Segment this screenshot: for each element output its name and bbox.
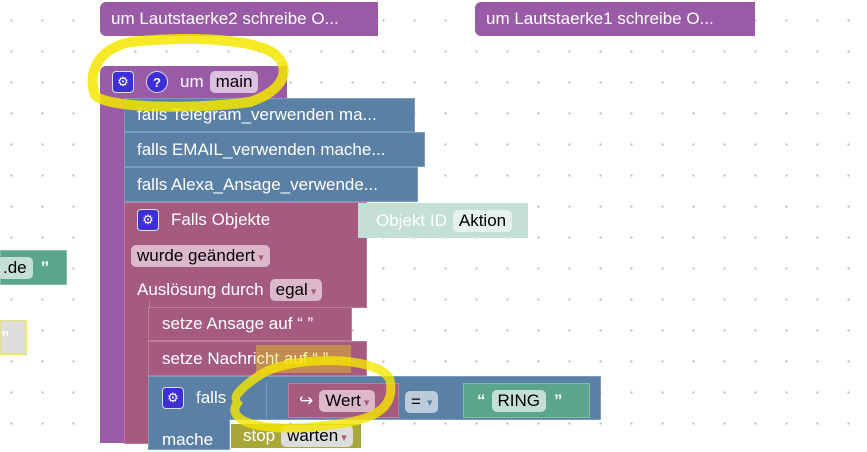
change-type-dropdown[interactable]: wurde geändert [131,245,270,267]
object-id-label: Objekt ID [376,210,447,230]
block-label: falls EMAIL_verwenden mache... [137,139,386,159]
ausloesung-dropdown[interactable]: egal [269,279,323,301]
chevron-down-icon: ▾ [426,396,433,409]
variable-block[interactable]: ↪Wert [288,383,399,418]
procedure-rail [100,98,124,443]
variable-dropdown[interactable]: Wert [319,389,376,412]
operator-value: = [411,392,421,411]
gear-icon[interactable]: ⚙ [137,209,159,231]
block-label: falls Telegram_verwenden ma... [137,105,377,124]
um-label: um [180,72,204,91]
block-label: um Lautstaerke2 schreibe O... [111,9,339,28]
object-id-field[interactable]: Aktion [452,209,513,232]
trigger-rail [124,300,150,444]
call-email[interactable]: falls EMAIL_verwenden mache... [124,132,425,167]
block-label: falls Alexa_Ansage_verwende... [137,174,378,194]
disabled-text-block[interactable]: ” [0,320,27,355]
trigger-label: Falls Objekte [171,210,271,229]
help-icon[interactable]: ? [146,71,168,93]
stop-block[interactable]: stop warten [231,424,361,448]
if-label: falls [196,388,227,407]
stop-dropdown[interactable]: warten [281,425,353,447]
string-field[interactable]: RING [491,389,546,412]
trigger-header: ⚙ Falls Objekte [137,208,270,232]
operator-dropdown[interactable]: =▾ [405,391,439,413]
call-telegram[interactable]: falls Telegram_verwenden ma... [124,98,415,132]
gear-icon[interactable]: ⚙ [112,71,134,93]
call-alexa[interactable]: falls Alexa_Ansage_verwende... [124,167,418,202]
text-field[interactable]: .de [0,256,33,279]
procedure-call-lautstaerke2[interactable]: um Lautstaerke2 schreibe O... [100,2,378,36]
procedure-call-lautstaerke1[interactable]: um Lautstaerke1 schreibe O... [475,2,755,36]
stop-label: stop [243,426,276,445]
close-quote-icon: ” [1,327,10,347]
gear-icon[interactable]: ⚙ [162,387,184,409]
set-ansage-block[interactable]: setze Ansage auf “ ” [148,307,352,341]
open-quote-icon: “ [477,390,486,410]
block-label: setze Nachricht auf “ ” [162,348,329,368]
procedure-name-field[interactable]: main [209,71,259,93]
text-block-left[interactable]: .de ” [0,250,67,285]
close-quote-icon: ” [554,390,563,410]
set-nachricht-block[interactable]: setze Nachricht auf “ ” [148,341,367,376]
block-label: setze Ansage auf “ ” [162,314,314,333]
close-quote-icon: ” [40,257,50,277]
return-arrow-icon: ↪ [299,390,314,410]
block-label: um Lautstaerke1 schreibe O... [486,9,714,28]
string-block[interactable]: “RING ” [463,383,590,418]
do-label: mache [162,430,214,449]
ausloesung-label: Auslösung durch [137,280,264,299]
